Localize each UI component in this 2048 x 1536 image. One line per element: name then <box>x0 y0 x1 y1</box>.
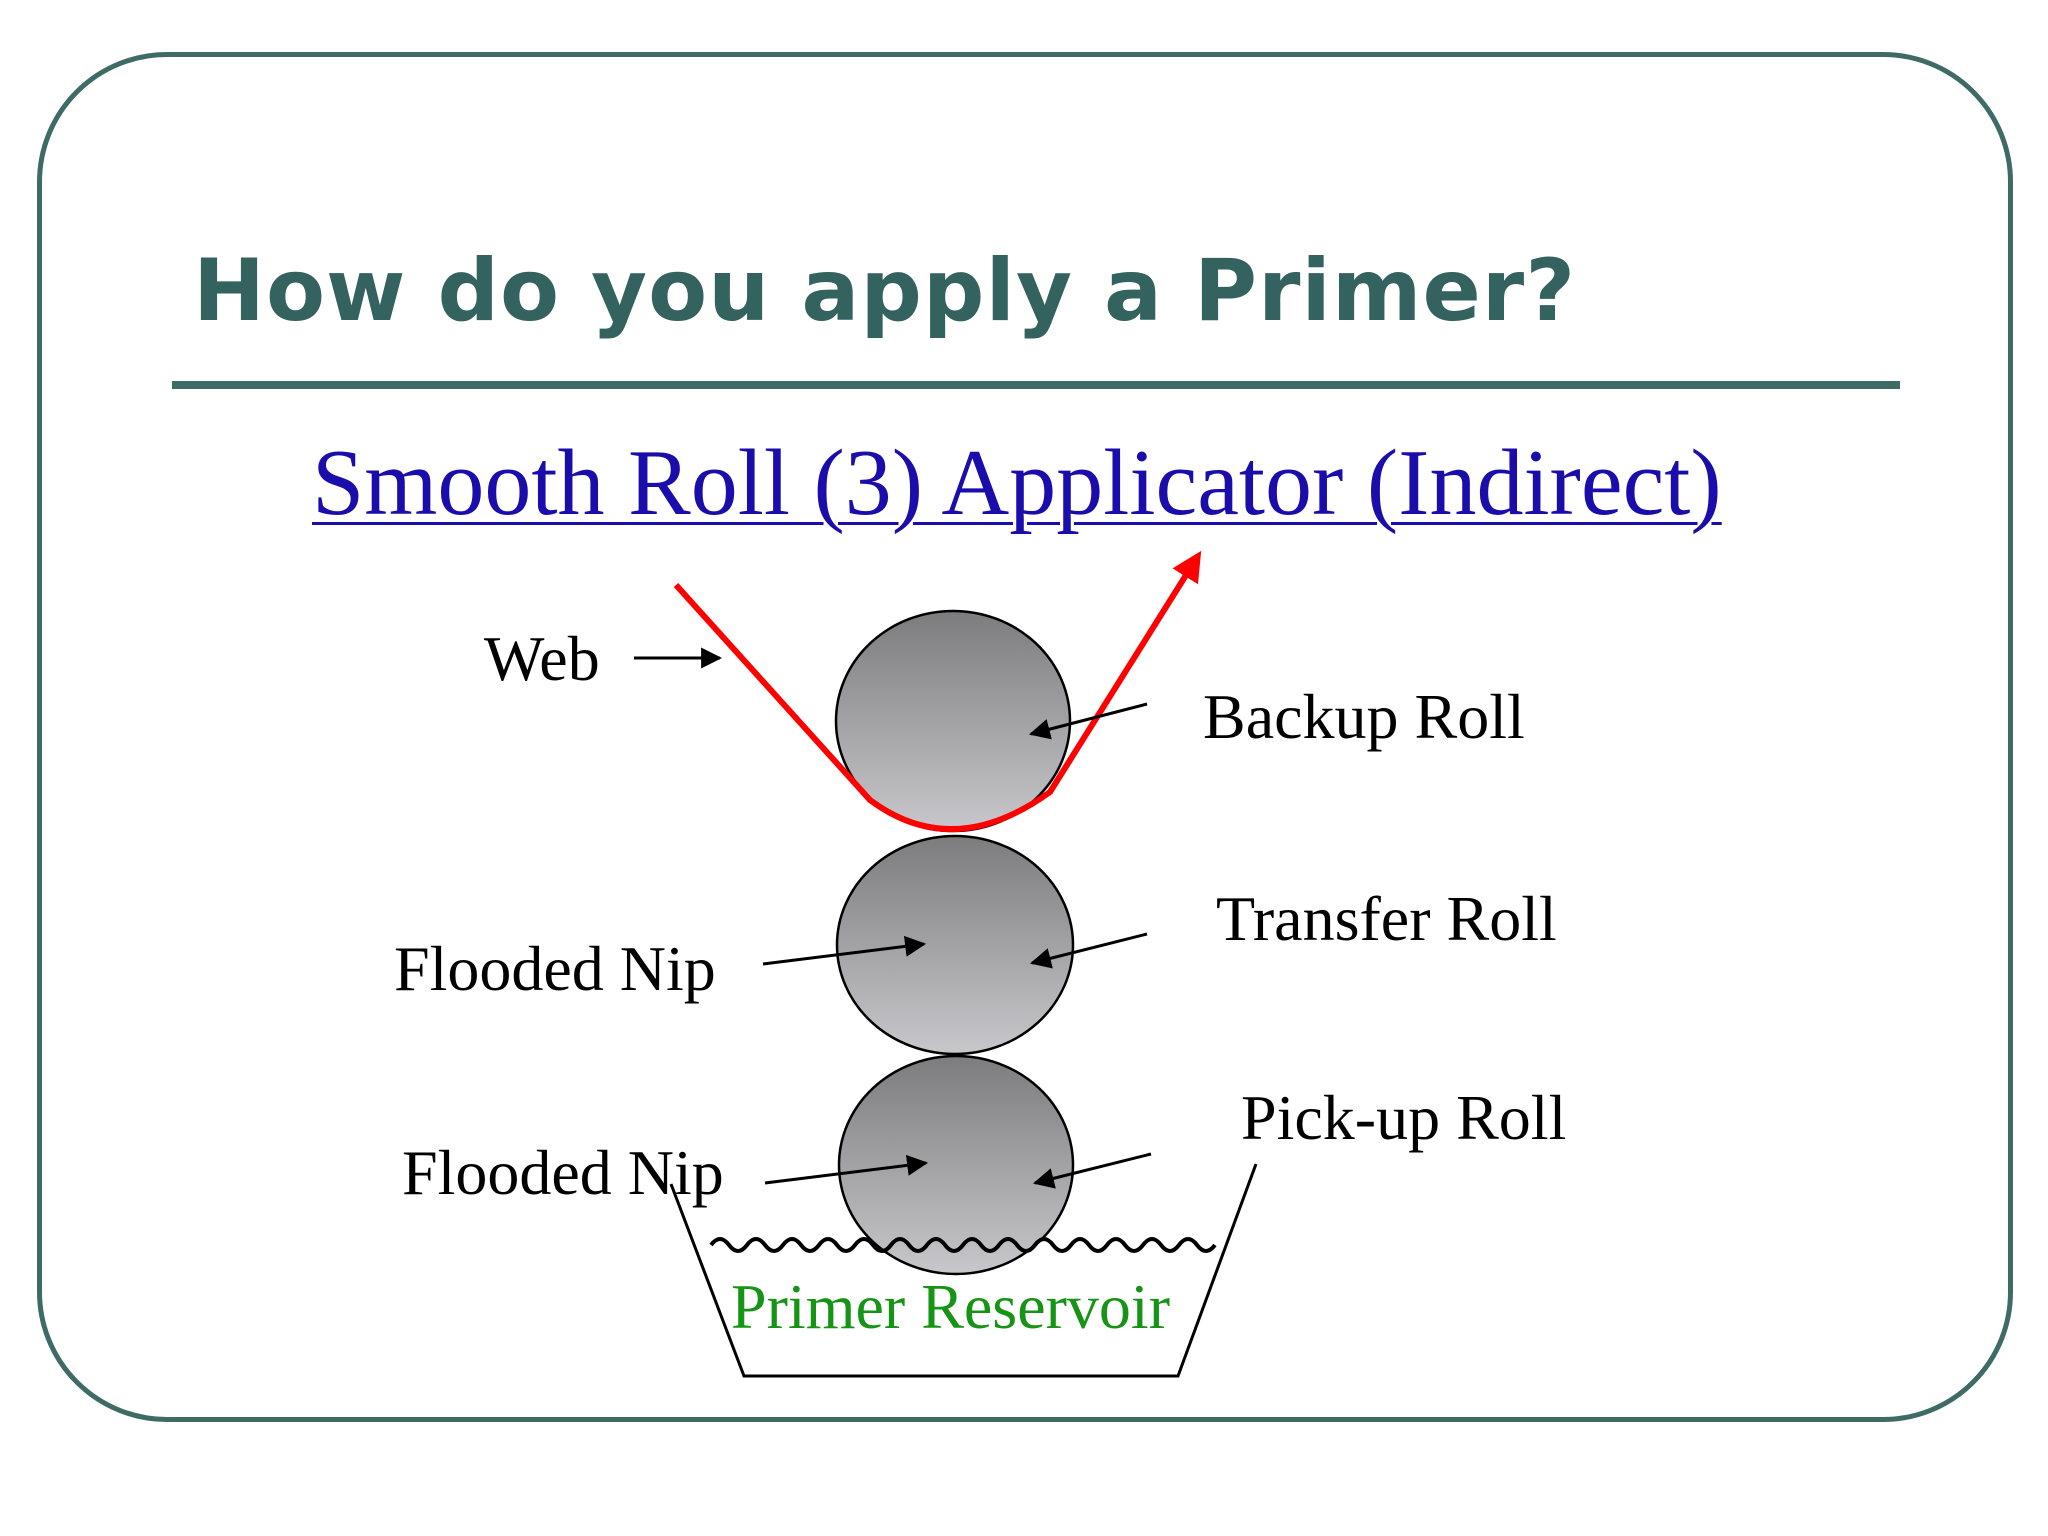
flooded-nip-lower-label: Flooded Nip <box>402 1137 724 1208</box>
web-path <box>673 550 1202 833</box>
primer-surface-wave <box>709 1237 1217 1253</box>
title-divider <box>172 381 1900 389</box>
slide-title: How do you apply a Primer? <box>193 241 1577 341</box>
transfer-roll-leader-arrow <box>1029 932 1148 969</box>
pickup-roll <box>837 1054 1075 1276</box>
smooth-roll-applicator-link[interactable]: Smooth Roll (3) Applicator (Indirect) <box>312 431 1722 535</box>
reservoir-tray <box>669 1163 1258 1378</box>
backup-roll-leader-arrow <box>1028 702 1148 740</box>
web-label: Web <box>484 623 600 694</box>
transfer-roll-label: Transfer Roll <box>1216 883 1557 954</box>
transfer-roll <box>835 834 1075 1056</box>
primer-reservoir-label: Primer Reservoir <box>731 1271 1170 1342</box>
flooded-nip-lower-leader-arrow <box>764 1154 929 1185</box>
backup-roll-label: Backup Roll <box>1203 681 1525 752</box>
flooded-nip-upper-leader-arrow <box>762 935 927 966</box>
pickup-roll-leader-arrow <box>1032 1152 1152 1189</box>
pickup-roll-label: Pick-up Roll <box>1241 1082 1566 1153</box>
flooded-nip-upper-label: Flooded Nip <box>394 933 716 1004</box>
